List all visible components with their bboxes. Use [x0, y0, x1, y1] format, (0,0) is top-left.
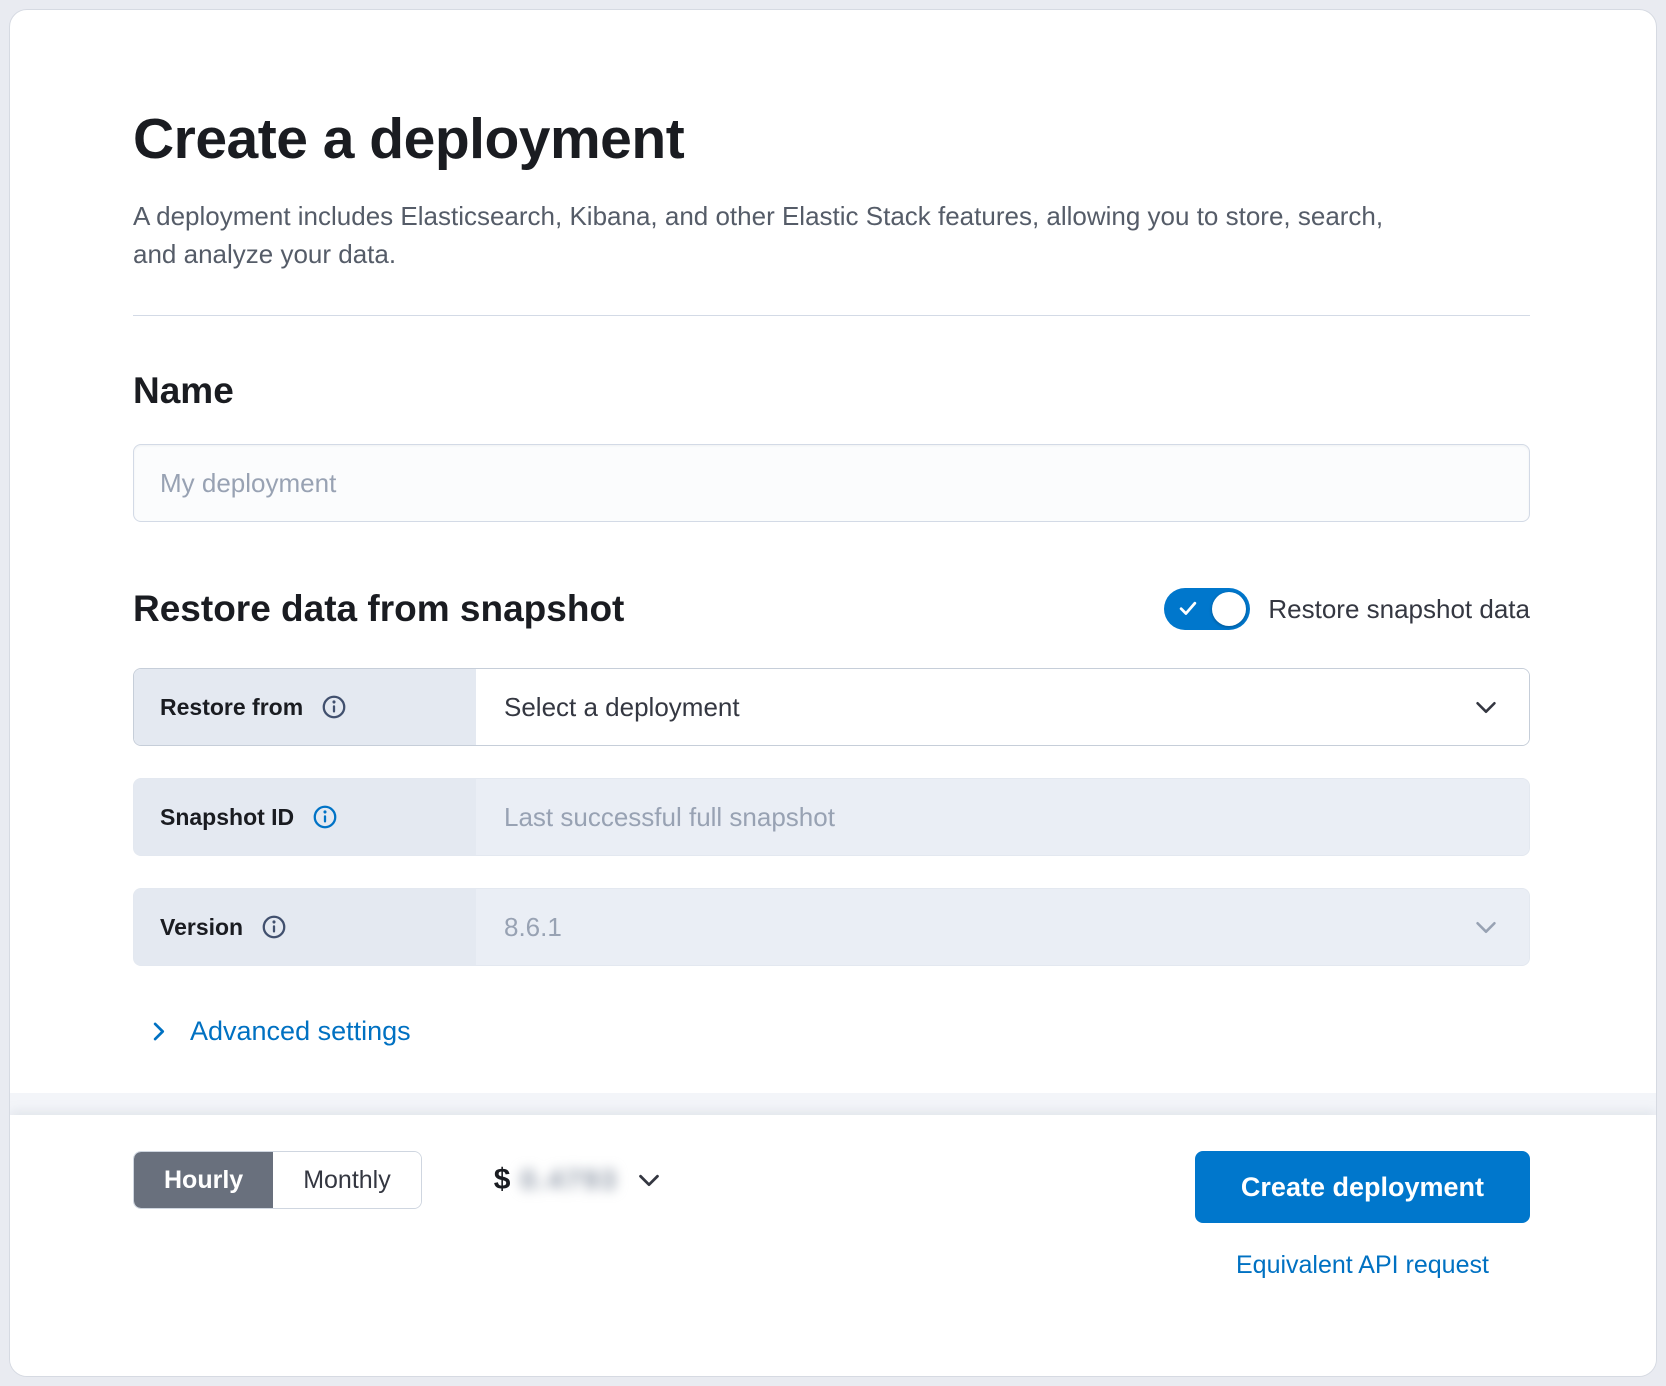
main-content: Create a deployment A deployment include…: [10, 10, 1656, 1093]
snapshot-id-label-cell: Snapshot ID: [134, 779, 476, 856]
snapshot-id-input: Last successful full snapshot: [476, 779, 1529, 856]
cta-column: Create deployment Equivalent API request: [1194, 1151, 1530, 1280]
price-currency: $: [493, 1163, 511, 1196]
version-value: 8.6.1: [504, 911, 562, 942]
version-row: Version 8.6.1: [133, 888, 1530, 967]
chevron-down-icon: [1471, 912, 1501, 942]
restore-section-header: Restore data from snapshot Restore snaps…: [133, 588, 1530, 631]
deployment-name-input[interactable]: [133, 444, 1530, 523]
page-subtitle: A deployment includes Elasticsearch, Kib…: [133, 201, 1384, 269]
restore-from-value: Select a deployment: [504, 691, 740, 722]
monthly-button[interactable]: Monthly: [273, 1152, 421, 1208]
hourly-button[interactable]: Hourly: [134, 1152, 274, 1208]
bottom-bar: Hourly Monthly $ 0.4793 Create deploymen…: [10, 1115, 1656, 1376]
info-icon[interactable]: [261, 914, 287, 940]
create-deployment-button[interactable]: Create deployment: [1194, 1151, 1530, 1223]
snapshot-id-row: Snapshot ID Last successful full snapsho…: [133, 778, 1530, 857]
version-label: Version: [160, 913, 244, 940]
advanced-settings-label: Advanced settings: [190, 1016, 411, 1047]
snapshot-id-label: Snapshot ID: [160, 803, 295, 830]
chevron-down-icon: [634, 1165, 664, 1195]
version-select: 8.6.1: [476, 889, 1529, 966]
advanced-settings-link[interactable]: Advanced settings: [145, 1016, 411, 1047]
chevron-right-icon: [145, 1018, 172, 1045]
divider: [133, 315, 1530, 317]
restore-from-label: Restore from: [160, 693, 304, 720]
footer-separator: [10, 1093, 1656, 1115]
info-icon[interactable]: [321, 694, 347, 720]
restore-toggle-row: Restore snapshot data: [1164, 588, 1530, 631]
version-label-cell: Version: [134, 889, 476, 966]
info-icon[interactable]: [312, 804, 338, 830]
check-icon: [1177, 597, 1199, 622]
toggle-knob: [1212, 592, 1247, 627]
restore-from-label-cell: Restore from: [134, 669, 476, 746]
equivalent-api-request-link[interactable]: Equivalent API request: [1235, 1251, 1489, 1279]
restore-section-heading: Restore data from snapshot: [133, 588, 625, 630]
price-amount-blurred: 0.4793: [520, 1164, 619, 1195]
chevron-down-icon: [1471, 692, 1501, 722]
restore-from-row: Restore from Select a deployment: [133, 668, 1530, 747]
page-title: Create a deployment: [133, 107, 685, 171]
restore-from-select[interactable]: Select a deployment: [476, 669, 1529, 746]
price-dropdown[interactable]: $ 0.4793: [494, 1151, 664, 1209]
create-deployment-card: Create a deployment A deployment include…: [9, 9, 1657, 1377]
snapshot-id-value: Last successful full snapshot: [504, 801, 835, 832]
restore-snapshot-toggle[interactable]: [1164, 588, 1251, 631]
billing-interval-toggle: Hourly Monthly: [133, 1151, 422, 1209]
name-section-heading: Name: [133, 370, 234, 412]
restore-toggle-label: Restore snapshot data: [1268, 593, 1530, 624]
